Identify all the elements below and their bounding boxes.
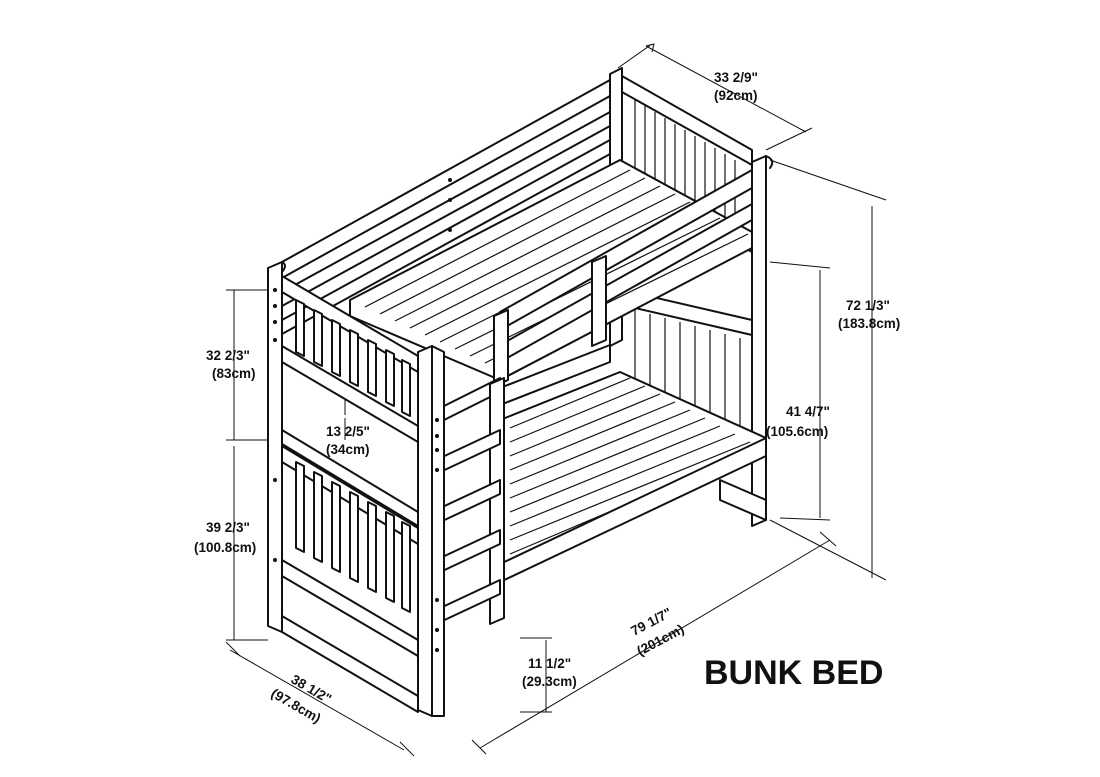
mid-height-imperial: 41 4/7" <box>786 404 830 419</box>
dimension-lines <box>225 43 887 757</box>
diagram-title: BUNK BED <box>704 654 883 692</box>
guard-gap-metric: (34cm) <box>326 442 370 457</box>
upper-section-metric: (83cm) <box>212 366 256 381</box>
upper-bunk <box>281 79 753 387</box>
total-height-metric: (183.8cm) <box>838 316 900 331</box>
bolt-holes <box>273 178 452 652</box>
ladder <box>435 377 505 625</box>
guard-gap-imperial: 13 2/5" <box>326 424 370 439</box>
lower-bunk <box>499 344 767 583</box>
upper-section-imperial: 32 2/3" <box>206 348 250 363</box>
lower-section-imperial: 39 2/3" <box>206 520 250 535</box>
total-height-imperial: 72 1/3" <box>846 298 890 313</box>
mid-height-metric: (105.6cm) <box>766 424 828 439</box>
top-width-metric: (92cm) <box>714 88 758 103</box>
lower-section-metric: (100.8cm) <box>194 540 256 555</box>
clearance-imperial: 11 1/2" <box>528 656 571 671</box>
top-width-imperial: 33 2/9" <box>714 70 758 85</box>
front-footboard <box>267 178 452 717</box>
clearance-metric: (29.3cm) <box>522 674 577 689</box>
